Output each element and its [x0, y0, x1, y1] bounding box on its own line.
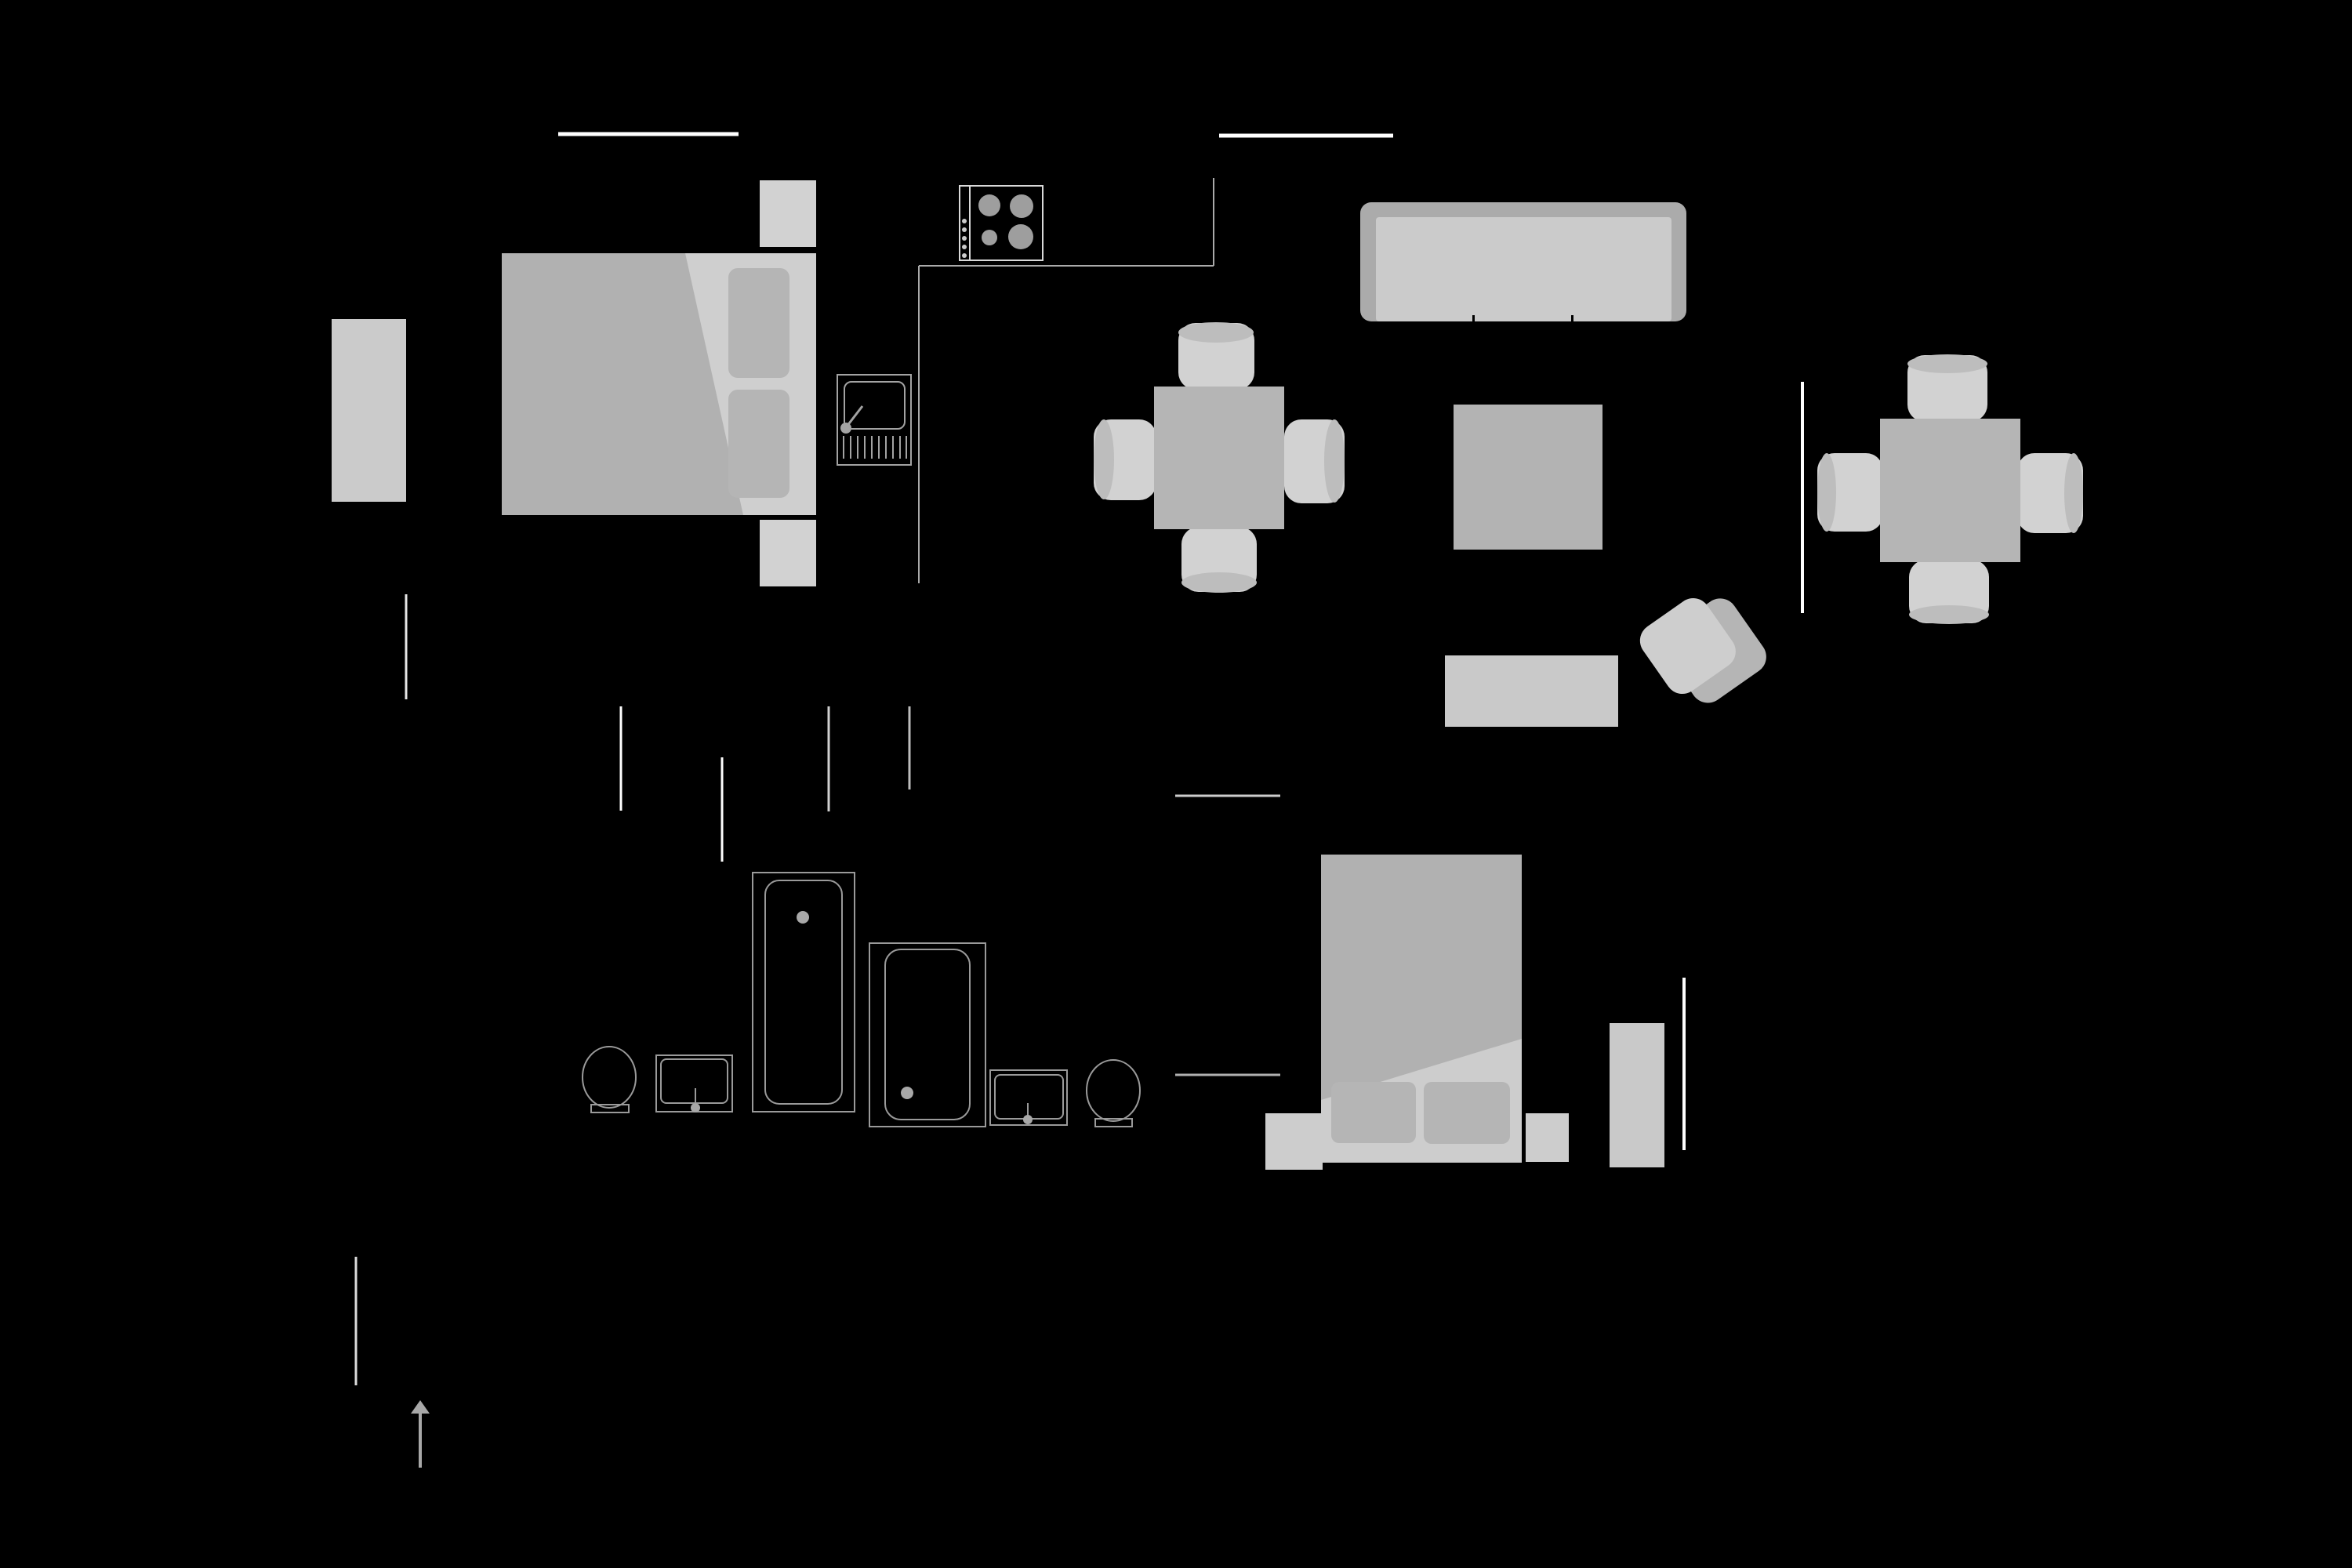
toilet-right[interactable] — [1086, 1059, 1141, 1127]
nightstand-bottom[interactable] — [760, 520, 816, 586]
kitchen-counter-line — [918, 178, 1214, 583]
toilet-left[interactable] — [582, 1046, 637, 1113]
dining-table-right[interactable] — [1817, 354, 2083, 624]
side-table-left[interactable] — [1265, 1113, 1323, 1170]
dining-table-center[interactable] — [1094, 322, 1345, 593]
coffee-table[interactable] — [1454, 405, 1602, 550]
tv-bench[interactable] — [1445, 655, 1618, 727]
sofa[interactable] — [1360, 202, 1686, 321]
double-bed-second[interactable] — [1321, 855, 1522, 1163]
wardrobe[interactable] — [1610, 1023, 1664, 1167]
shower[interactable] — [869, 942, 986, 1127]
stove-hob[interactable] — [959, 185, 1044, 261]
dresser[interactable] — [332, 319, 406, 502]
nightstand-top[interactable] — [760, 180, 816, 247]
side-table-right[interactable] — [1526, 1113, 1569, 1162]
double-bed-main[interactable] — [502, 253, 816, 515]
washbasin-right[interactable] — [989, 1069, 1068, 1126]
bathtub[interactable] — [752, 872, 855, 1112]
armchair[interactable] — [1633, 579, 1773, 718]
entrance-arrow — [411, 1400, 430, 1468]
kitchen-sink[interactable] — [837, 374, 912, 466]
washbasin-left[interactable] — [655, 1054, 733, 1112]
